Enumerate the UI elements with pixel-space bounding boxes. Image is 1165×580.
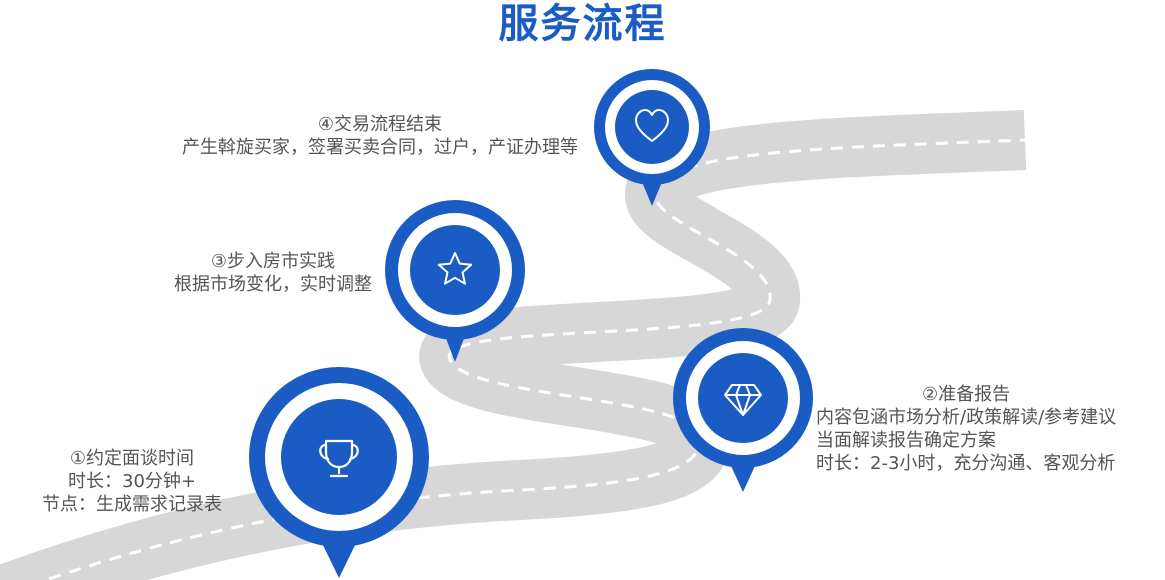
step-2-line-2: 当面解读报告确定方案 <box>816 430 996 451</box>
star-icon <box>437 252 473 285</box>
step-3-text: ③步入房市实践 根据市场变化，实时调整 <box>150 250 396 296</box>
pin-step-2 <box>673 328 813 492</box>
step-4-line-1: 产生斡旋买家，签署买卖合同，过户，产证办理等 <box>182 137 578 158</box>
step-1-line-2: 节点：生成需求记录表 <box>42 494 222 515</box>
step-2-line-3: 时长：2-3小时，充分沟通、客观分析 <box>816 453 1116 474</box>
step-3-heading: ③步入房市实践 <box>210 251 336 272</box>
step-1-line-1: 时长：30分钟+ <box>68 471 196 492</box>
step-1-text: ①约定面谈时间 时长：30分钟+ 节点：生成需求记录表 <box>14 447 250 516</box>
step-1-heading: ①约定面谈时间 <box>69 448 195 469</box>
step-4-text: ④交易流程结束 产生斡旋买家，签署买卖合同，过户，产证办理等 <box>160 113 600 159</box>
step-2-heading: ②准备报告 <box>922 384 1011 405</box>
step-2-line-1: 内容包涵市场分析/政策解读/参考建议 <box>816 407 1117 428</box>
step-4-heading: ④交易流程结束 <box>317 114 443 135</box>
diamond-icon <box>724 384 762 416</box>
step-3-line-1: 根据市场变化，实时调整 <box>174 274 372 295</box>
trophy-icon <box>319 439 359 478</box>
step-2-text: ②准备报告 内容包涵市场分析/政策解读/参考建议 当面解读报告确定方案 时长：2… <box>816 383 1116 475</box>
pin-step-4 <box>594 69 710 206</box>
page-title: 服务流程 <box>498 1 667 47</box>
pin-step-1 <box>249 367 429 578</box>
heart-icon <box>635 109 669 142</box>
pin-step-3 <box>385 200 525 362</box>
